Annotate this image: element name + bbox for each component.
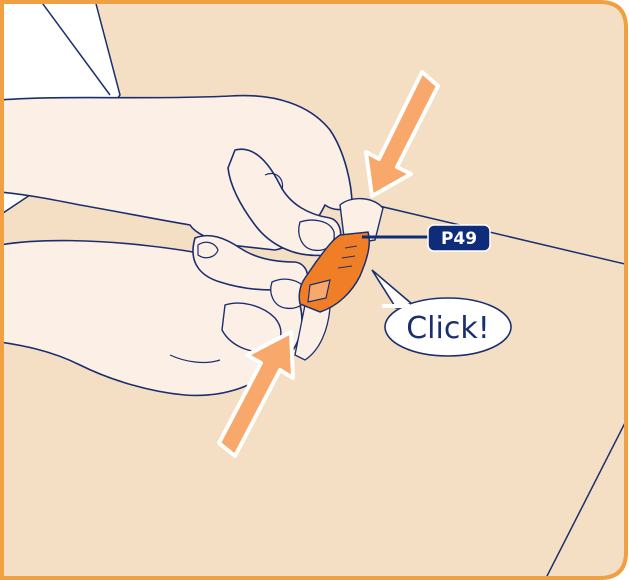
part-label-badge: P49 xyxy=(428,225,490,251)
speech-bubble-text: Click! xyxy=(406,311,490,346)
part-label: P49 xyxy=(441,229,477,249)
